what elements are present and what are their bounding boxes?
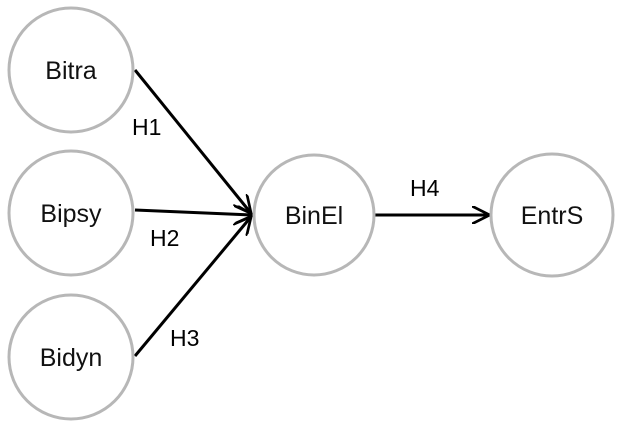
node-bipsy: Bipsy — [7, 149, 135, 277]
node-entrs: EntrS — [489, 152, 615, 278]
edge-h2 — [134, 210, 252, 215]
edge-label-h2: H2 — [150, 225, 179, 251]
edge-label-h3: H3 — [170, 325, 199, 351]
node-bitra: Bitra — [7, 6, 135, 134]
node-binel: BinEl — [252, 153, 376, 277]
node-label-bitra: Bitra — [45, 57, 97, 85]
node-label-bidyn: Bidyn — [40, 344, 103, 372]
edge-h1 — [133, 69, 250, 212]
node-label-entrs: EntrS — [521, 202, 584, 230]
node-label-bipsy: Bipsy — [40, 200, 102, 228]
edge-label-h1: H1 — [132, 114, 161, 140]
edge-h3 — [133, 218, 250, 357]
edge-label-h4: H4 — [410, 175, 440, 201]
node-bidyn: Bidyn — [7, 293, 135, 421]
node-label-binel: BinEl — [285, 202, 343, 230]
